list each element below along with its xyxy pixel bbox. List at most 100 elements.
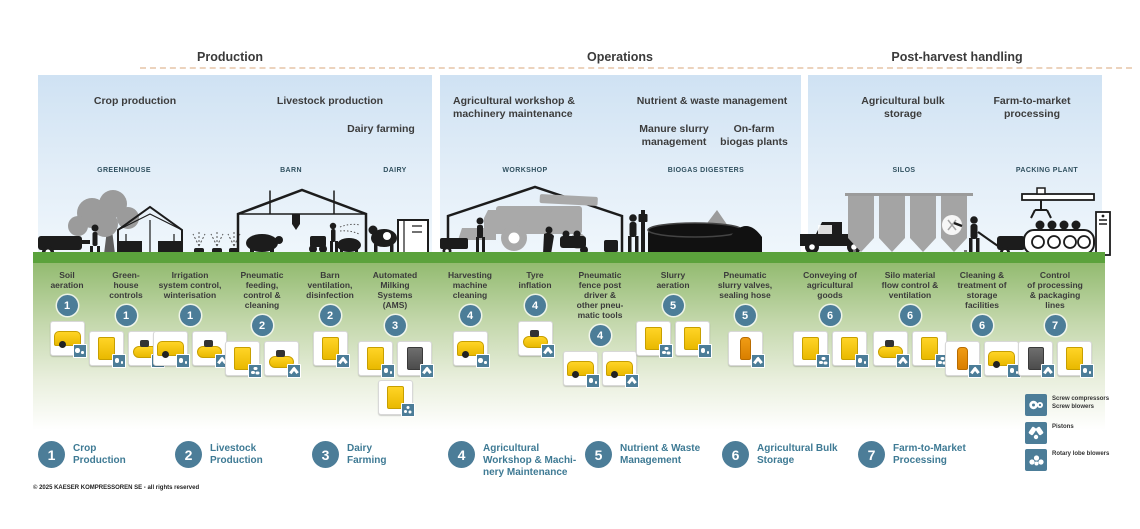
packing-plant-illustration — [1021, 187, 1111, 256]
application-label: Pneumatic fence post driver & other pneu… — [576, 270, 624, 321]
application-label: Harvesting machine cleaning — [448, 270, 492, 301]
technology-legend-label: Screw compressors Screw blowers — [1052, 396, 1110, 410]
screw-compressor-icon — [381, 364, 395, 379]
screw-compressor-icon — [176, 354, 190, 369]
legend-label: Crop Production — [73, 443, 126, 467]
application-label: Slurry aeration — [656, 270, 690, 291]
application-label: Tyre inflation — [518, 270, 552, 291]
dairy-cow-milking-illustration — [368, 219, 429, 256]
air-receiver-image — [957, 347, 968, 371]
equipment-card — [912, 331, 949, 369]
piston-icon — [1041, 364, 1055, 379]
equipment-card — [1057, 341, 1094, 379]
application-storage-cleaning: Cleaning & treatment of storage faciliti… — [945, 270, 1021, 379]
building-label-biogas-digesters: BIOGAS DIGESTERS — [667, 167, 745, 174]
greenhouse-illustration — [117, 205, 183, 256]
section-title-post-harvest: Post-harvest handling — [891, 50, 1023, 64]
equipment-card — [49, 321, 87, 359]
process-number-badge: 4 — [589, 325, 611, 347]
section-title-production: Production — [197, 50, 263, 64]
application-label: Pneumatic slurry valves, sealing hose — [717, 270, 773, 301]
legend-number-badge: 3 — [312, 441, 339, 468]
piston-icon — [625, 374, 639, 389]
application-conveying-goods: Conveying of agricultural goods 6 — [793, 270, 869, 369]
portable-compressor-image — [988, 351, 1015, 369]
header-divider-dashed-line — [140, 67, 1132, 69]
legend-number-badge: 6 — [722, 441, 749, 468]
process-number-badge: 1 — [56, 295, 78, 317]
application-label: Conveying of agricultural goods — [803, 270, 857, 301]
technology-legend-screw: Screw compressors Screw blowers — [1025, 394, 1109, 416]
application-harvesting-cleaning: Harvesting machine cleaning 4 — [436, 270, 504, 369]
process-number-badge: 1 — [179, 305, 201, 327]
building-label-workshop: WORKSHOP — [502, 167, 548, 174]
equipment-card — [517, 321, 555, 359]
process-number-badge: 7 — [1044, 315, 1066, 337]
cabinet-compressor-image — [98, 337, 115, 361]
application-barn-ventilation: Barn ventilation, disinfection 2 — [296, 270, 364, 369]
legend-label: Farm-to-Market Processing — [893, 443, 966, 467]
application-tyre-inflation: Tyre inflation 4 — [505, 270, 565, 359]
equipment-card — [873, 331, 910, 369]
application-label: Silo material flow control & ventilation — [881, 270, 939, 301]
biogas-digesters-illustration — [647, 210, 762, 255]
application-label: Green- house controls — [109, 270, 143, 301]
rotary-lobe-blower-icon — [659, 344, 673, 359]
piston-icon — [287, 364, 301, 379]
piston-icon — [1025, 422, 1047, 444]
area-dairy-farming: Dairy farming — [347, 123, 415, 135]
rotary-lobe-blower-icon — [1025, 449, 1047, 471]
application-slurry-aeration: Slurry aeration 5 — [636, 270, 712, 359]
portable-compressor-image — [567, 361, 594, 379]
air-receiver-image — [739, 337, 751, 361]
equipment-card — [636, 321, 673, 359]
area-bulk-storage: Agricultural bulk storage — [861, 95, 945, 121]
compressor-unit-image — [321, 337, 339, 361]
process-number-badge: 6 — [899, 305, 921, 327]
application-packaging-lines: Control of processing & packaging lines … — [1018, 270, 1094, 379]
technology-legend-label: Pistons — [1052, 424, 1074, 430]
building-label-greenhouse: GREENHOUSE — [97, 167, 151, 174]
blower-cabinet-image — [921, 337, 938, 361]
process-number-badge: 1 — [115, 305, 137, 327]
equipment-card — [793, 331, 830, 369]
grass-band — [33, 252, 1105, 263]
blower-cabinet-image — [386, 386, 404, 410]
application-fence-post-driver: Pneumatic fence post driver & other pneu… — [563, 270, 639, 389]
screw-compressor-icon — [1080, 364, 1094, 379]
legend-number-badge: 7 — [858, 441, 885, 468]
legend-item-workshop-maintenance: 4 Agricultural Workshop & Machi- nery Ma… — [448, 441, 576, 480]
area-livestock-production: Livestock production — [276, 95, 384, 107]
equipment-card — [264, 341, 301, 379]
equipment-card — [377, 380, 415, 418]
portable-compressor-image — [157, 341, 184, 359]
equipment-card — [153, 331, 190, 369]
piston-icon — [896, 354, 910, 369]
process-number-badge: 5 — [734, 305, 756, 327]
screw-compressor-icon — [698, 344, 712, 359]
process-number-badge: 2 — [319, 305, 341, 327]
rotary-lobe-blower-icon — [400, 403, 415, 418]
irrigation-sprinklers-illustration — [192, 232, 241, 254]
process-number-badge: 5 — [662, 295, 684, 317]
copyright-notice: © 2025 KAESER KOMPRESSOREN SE - all righ… — [33, 485, 200, 491]
legend-label: Livestock Production — [210, 443, 263, 467]
equipment-card — [945, 341, 982, 379]
legend-item-bulk-storage: 6 Agricultural Bulk Storage — [722, 441, 838, 468]
legend-item-livestock-production: 2 Livestock Production — [175, 441, 263, 468]
equipment-card — [89, 331, 126, 369]
equipment-card — [312, 331, 350, 369]
barn-illustration — [236, 188, 368, 255]
silos-illustration — [845, 193, 973, 255]
application-label: Cleaning & treatment of storage faciliti… — [957, 270, 1007, 311]
application-label: Soil aeration — [50, 270, 84, 291]
equipment-card — [832, 331, 869, 369]
legend-label: Dairy Farming — [347, 443, 387, 467]
cleaning-worker-compressor-illustration — [953, 216, 1025, 257]
screw-compressor-icon — [855, 354, 869, 369]
screw-compressor-icon — [72, 344, 87, 359]
application-irrigation-control: Irrigation system control, winterisation… — [152, 270, 229, 369]
equipment-card — [563, 351, 600, 389]
fence-post-driver-illustration — [628, 210, 648, 255]
blower-cabinet-image — [802, 337, 819, 361]
